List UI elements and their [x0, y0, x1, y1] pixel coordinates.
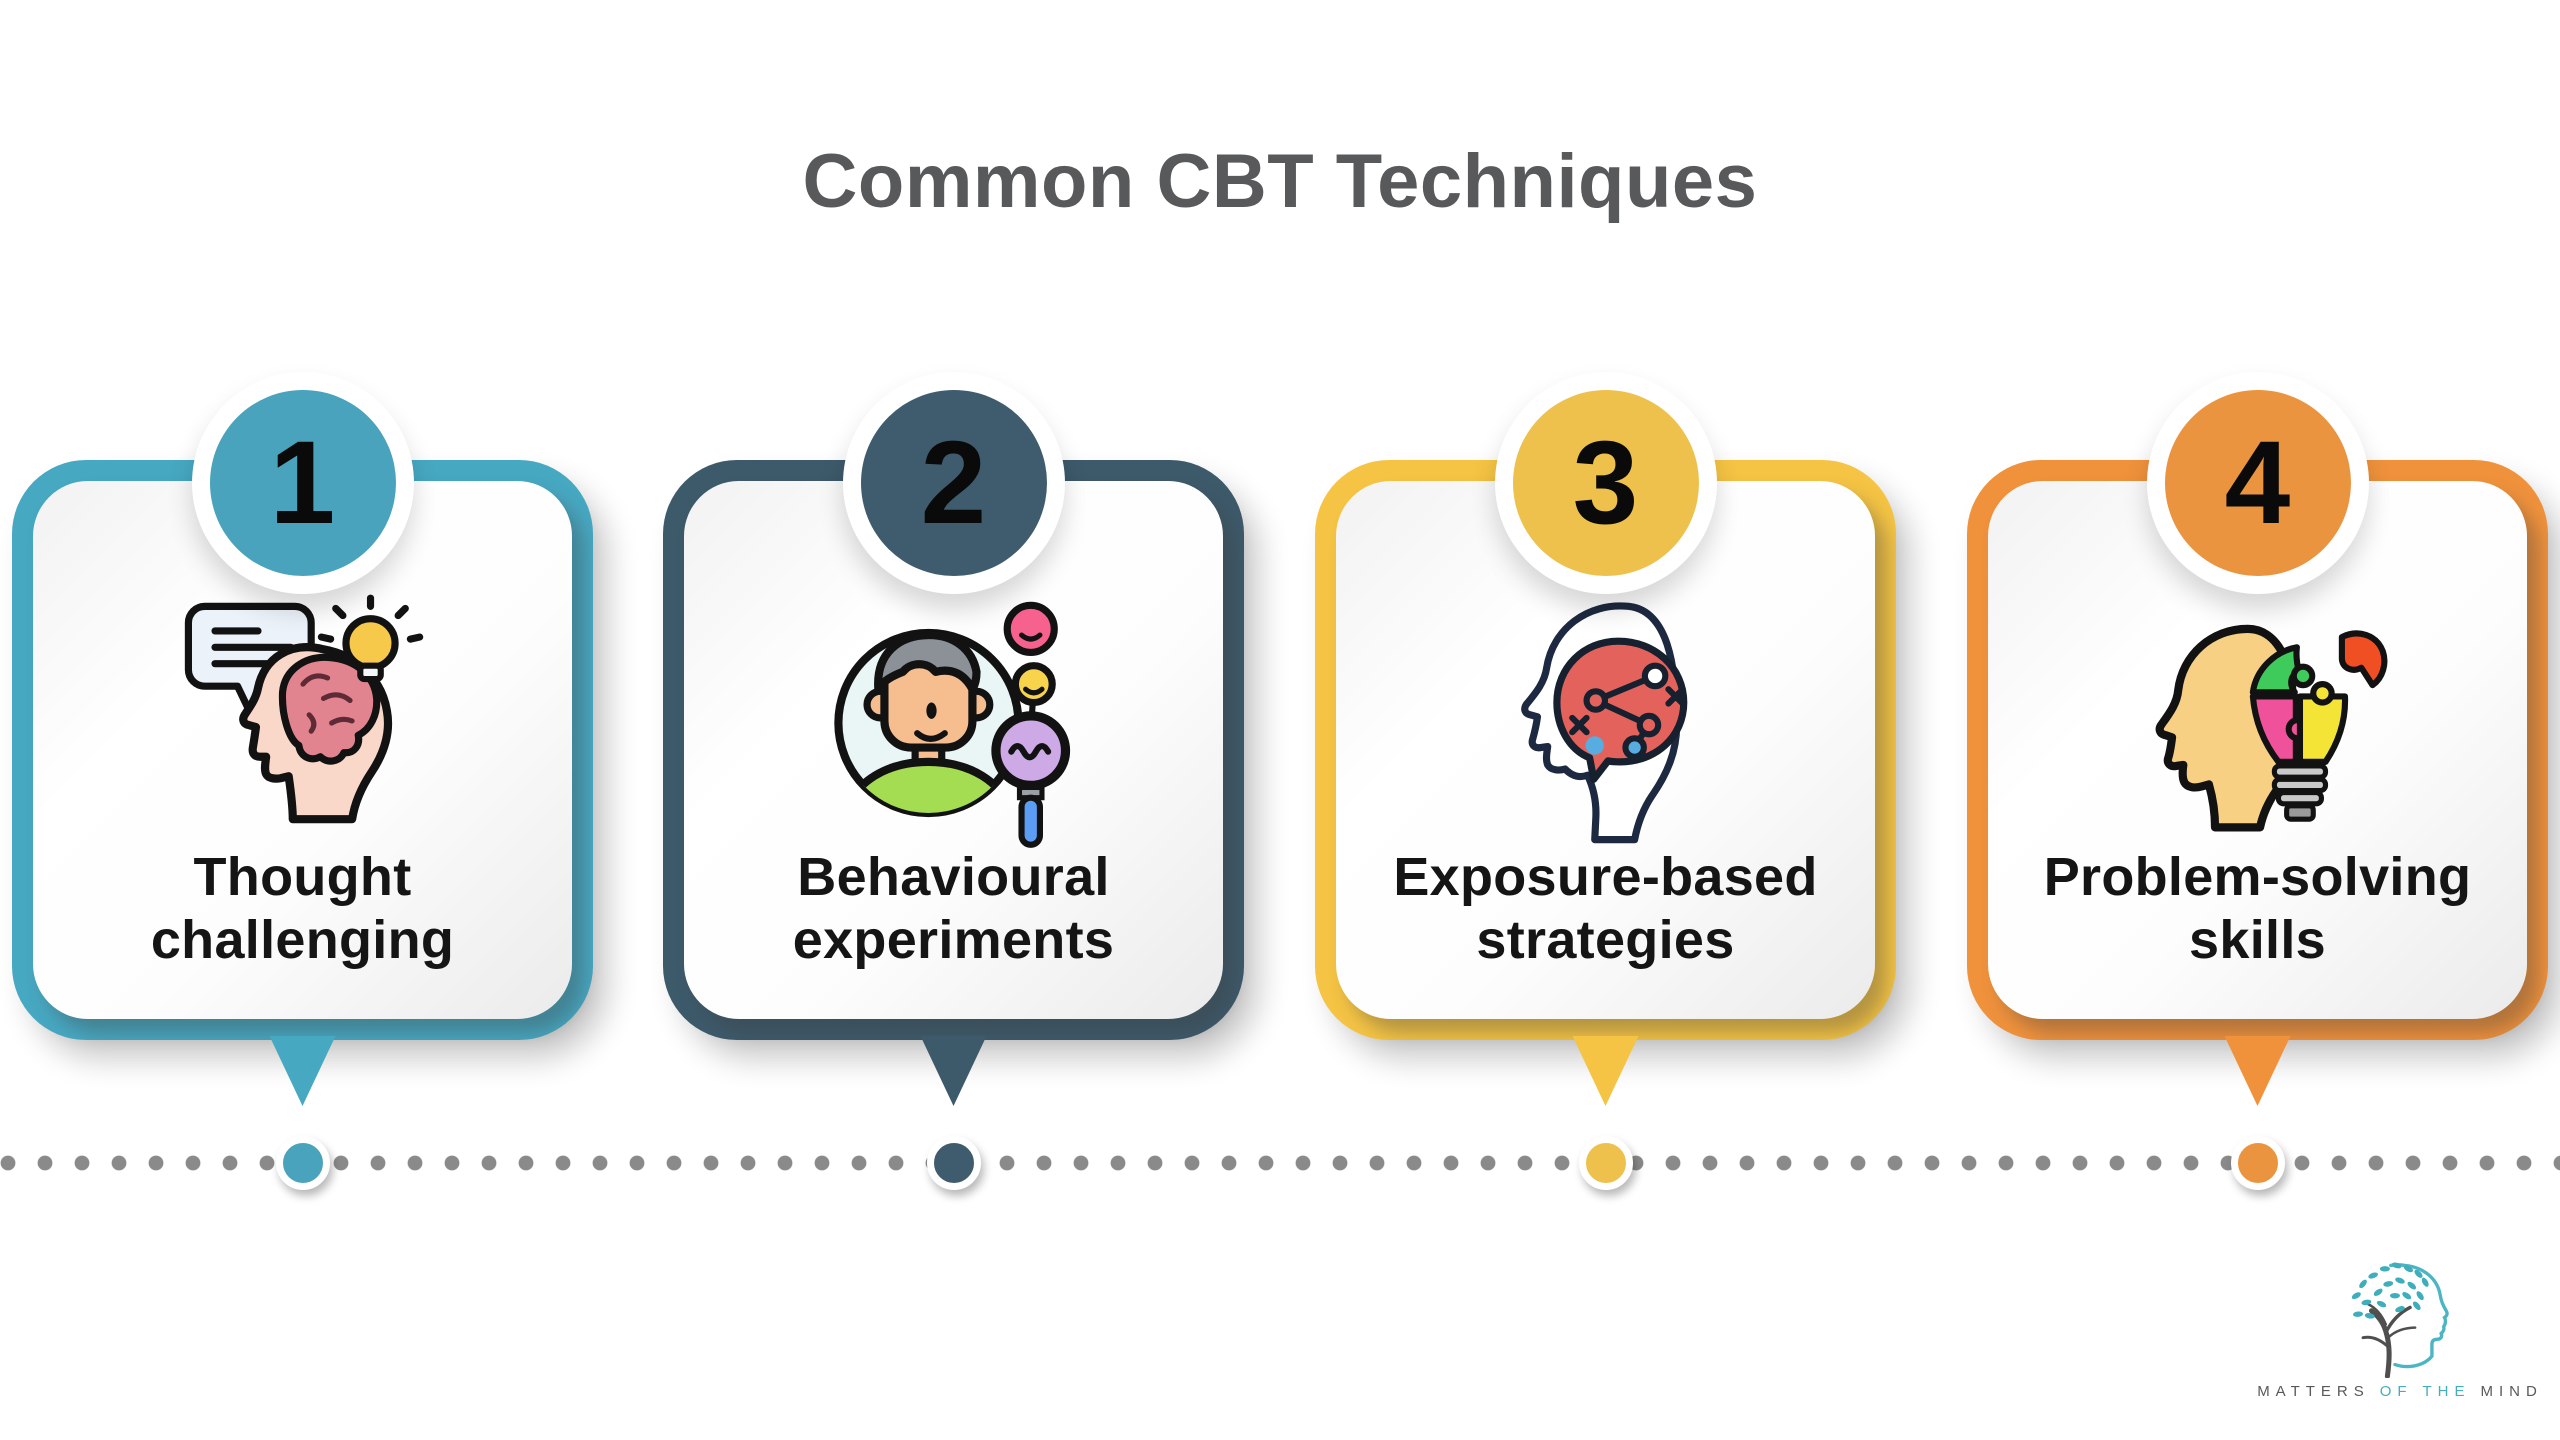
- brand-word-mind: MIND: [2480, 1383, 2543, 1400]
- card-label: Thought challenging: [150, 847, 455, 970]
- card-label: Problem-solving skills: [2043, 847, 2472, 970]
- exposure-based-strategies-icon: [1520, 602, 1687, 844]
- step-number: 2: [920, 417, 987, 549]
- brand-word-of-the: OF THE: [2379, 1383, 2471, 1400]
- card-icon-wrap: [1470, 590, 1742, 856]
- badge-circle: 4: [2164, 390, 2351, 576]
- step-number: 1: [269, 417, 336, 549]
- head-tree-logo-icon: [2351, 1262, 2449, 1378]
- thought-challenging-icon: [184, 594, 423, 824]
- step-badge-2: 2: [842, 372, 1065, 594]
- timeline-dot-1: [275, 1136, 330, 1190]
- technique-card-2: Behavioural experiments 2: [663, 372, 1244, 1190]
- brand-wordmark: MATTERS OF THE MIND: [2240, 1383, 2560, 1400]
- badge-circle: 3: [1512, 390, 1699, 576]
- card-icon-wrap: [167, 590, 439, 856]
- card-pointer: [269, 1036, 336, 1106]
- card-label: Exposure-based strategies: [1393, 847, 1818, 970]
- card-icon-wrap: [818, 590, 1090, 856]
- step-number: 4: [2224, 417, 2291, 549]
- page-title: Common CBT Techniques: [802, 139, 1758, 224]
- timeline-dot-3: [1578, 1136, 1633, 1190]
- technique-card-3: Exposure-based strategies 3: [1315, 372, 1896, 1190]
- step-badge-4: 4: [2146, 372, 2369, 594]
- technique-card-4: Problem-solving skills 4: [1967, 372, 2548, 1190]
- badge-circle: 1: [209, 390, 396, 576]
- card-label: Behavioural experiments: [792, 847, 1115, 970]
- card-pointer: [920, 1036, 987, 1106]
- brand-logo: MATTERS OF THE MIND: [2240, 1252, 2560, 1400]
- badge-circle: 2: [860, 390, 1047, 576]
- problem-solving-skills-icon: [2155, 624, 2387, 832]
- step-badge-3: 3: [1494, 372, 1717, 594]
- technique-card-1: Thought challenging 1: [12, 372, 593, 1190]
- step-number: 3: [1572, 417, 1639, 549]
- card-pointer: [2224, 1036, 2291, 1106]
- timeline-dot-4: [2230, 1136, 2285, 1190]
- card-icon-wrap: [2122, 590, 2394, 856]
- card-pointer: [1572, 1036, 1639, 1106]
- behavioural-experiments-icon: [833, 601, 1070, 848]
- brand-word-matters: MATTERS: [2257, 1383, 2370, 1400]
- timeline-dot-2: [926, 1136, 981, 1190]
- step-badge-1: 1: [191, 372, 414, 594]
- timeline-dotted-line: [0, 1155, 2560, 1171]
